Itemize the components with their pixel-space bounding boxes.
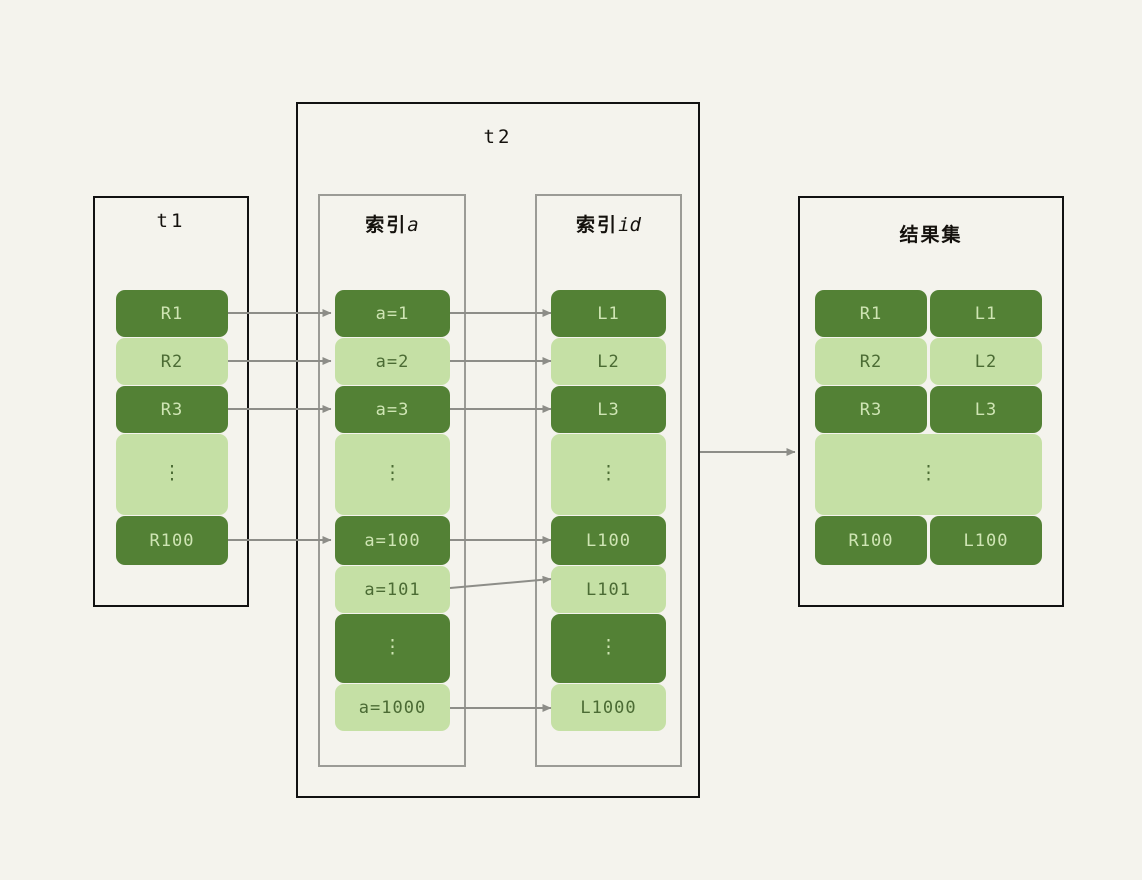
index-a-cell-6: ⋮ [335,614,450,683]
box-index-id-title: 索引id [537,210,680,237]
index-id-cell-7: L1000 [551,684,666,731]
box-index-a-title-suffix: a [407,214,419,236]
t1-cell-3: ⋮ [116,434,228,515]
vertical-ellipsis-icon: ⋮ [599,461,618,484]
t1-cell-2: R3 [116,386,228,433]
vertical-ellipsis-icon: ⋮ [919,461,938,484]
index-a-cell-5: a=101 [335,566,450,613]
index-id-cell-0: L1 [551,290,666,337]
result-cell-1-left: R2 [815,338,927,385]
result-cell-0-left: R1 [815,290,927,337]
result-cell-2-right: L3 [930,386,1042,433]
index-a-cell-7: a=1000 [335,684,450,731]
result-cell-3-merged: ⋮ [815,434,1042,515]
vertical-ellipsis-icon: ⋮ [383,635,402,658]
box-result-set-title: 结果集 [899,224,963,246]
result-cell-4-right: L100 [930,516,1042,565]
box-t2-title: t2 [483,126,513,148]
index-a-cell-4: a=100 [335,516,450,565]
box-index-a-title: 索引a [320,210,464,237]
box-index-a-title-cjk: 索引 [365,214,408,236]
index-id-cell-1: L2 [551,338,666,385]
index-id-cell-2: L3 [551,386,666,433]
vertical-ellipsis-icon: ⋮ [599,635,618,658]
index-id-cell-5: L101 [551,566,666,613]
index-id-cell-3: ⋮ [551,434,666,515]
index-id-cell-6: ⋮ [551,614,666,683]
box-index-id-title-cjk: 索引 [576,214,619,236]
vertical-ellipsis-icon: ⋮ [383,461,402,484]
index-a-cell-0: a=1 [335,290,450,337]
result-cell-2-left: R3 [815,386,927,433]
index-a-cell-1: a=2 [335,338,450,385]
result-cell-4-left: R100 [815,516,927,565]
t1-cell-1: R2 [116,338,228,385]
box-index-id-title-suffix: id [618,214,641,236]
index-id-cell-4: L100 [551,516,666,565]
result-cell-0-right: L1 [930,290,1042,337]
result-cell-1-right: L2 [930,338,1042,385]
t1-cell-0: R1 [116,290,228,337]
index-a-cell-2: a=3 [335,386,450,433]
t1-cell-4: R100 [116,516,228,565]
index-a-cell-3: ⋮ [335,434,450,515]
box-t1-title: t1 [156,210,186,232]
vertical-ellipsis-icon: ⋮ [162,461,182,484]
